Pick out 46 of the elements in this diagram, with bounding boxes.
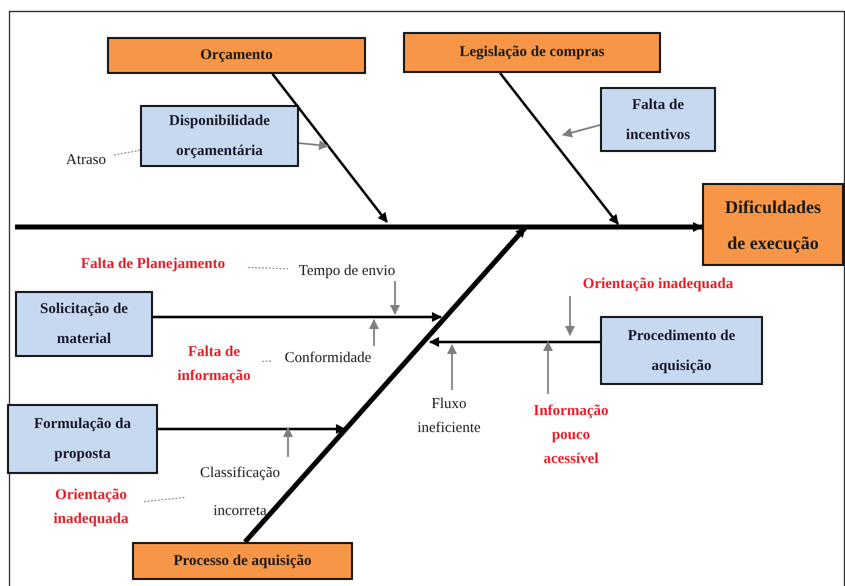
cause-text: Conformidade <box>272 346 384 370</box>
cause-box <box>7 404 158 474</box>
box-label: Disponibilidade orçamentária <box>168 112 271 161</box>
box-label: Orçamento <box>200 47 273 64</box>
sub-cause-text: Falta de Planejamento <box>58 252 248 276</box>
arrow <box>429 337 600 347</box>
sub-cause-text: Informação pouco acessível <box>526 394 616 476</box>
leader-line <box>144 496 186 502</box>
sub-cause-text: Orientação inadequada <box>38 480 144 534</box>
leader-line <box>248 266 288 270</box>
cause-text: Tempo de envio <box>288 261 406 281</box>
cause-text: Fluxo ineficiente <box>406 390 492 442</box>
leader-line <box>114 150 140 156</box>
arrow <box>499 72 619 225</box>
cause-box <box>600 87 716 152</box>
cause-text: Atraso <box>58 148 114 172</box>
sub-cause-text: Falta de informação <box>166 340 262 388</box>
category-box <box>132 542 353 580</box>
arrow <box>272 73 388 223</box>
cause-text: Classificação incorreta <box>186 457 294 527</box>
arrow <box>562 124 600 138</box>
box-label: Solicitação de material <box>39 300 129 349</box>
arrow <box>15 222 703 232</box>
sub-cause-text: Orientação inadequada <box>560 272 756 296</box>
arrow <box>369 319 379 346</box>
arrow <box>543 341 553 394</box>
arrow <box>390 281 400 315</box>
box-label: Legislação de compras <box>460 44 604 61</box>
arrow <box>283 427 293 457</box>
arrow <box>447 344 457 390</box>
arrow <box>565 296 575 336</box>
cause-box <box>15 291 153 357</box>
arrow <box>153 312 442 322</box>
box-label: Falta de incentivos <box>624 96 692 144</box>
box-label: Formulação da proposta <box>32 415 132 464</box>
cause-box <box>600 316 763 385</box>
category-box <box>403 32 661 73</box>
box-label: Processo de aquisição <box>173 552 312 570</box>
cause-box <box>140 105 299 167</box>
arrow <box>298 140 329 150</box>
category-box <box>107 37 366 74</box>
box-label: Dificuldades de execução <box>724 196 822 255</box>
category-box <box>702 183 844 266</box>
leader-line <box>262 360 272 362</box>
box-label: Procedimento de aquisição <box>626 326 736 376</box>
arrow <box>158 424 346 434</box>
